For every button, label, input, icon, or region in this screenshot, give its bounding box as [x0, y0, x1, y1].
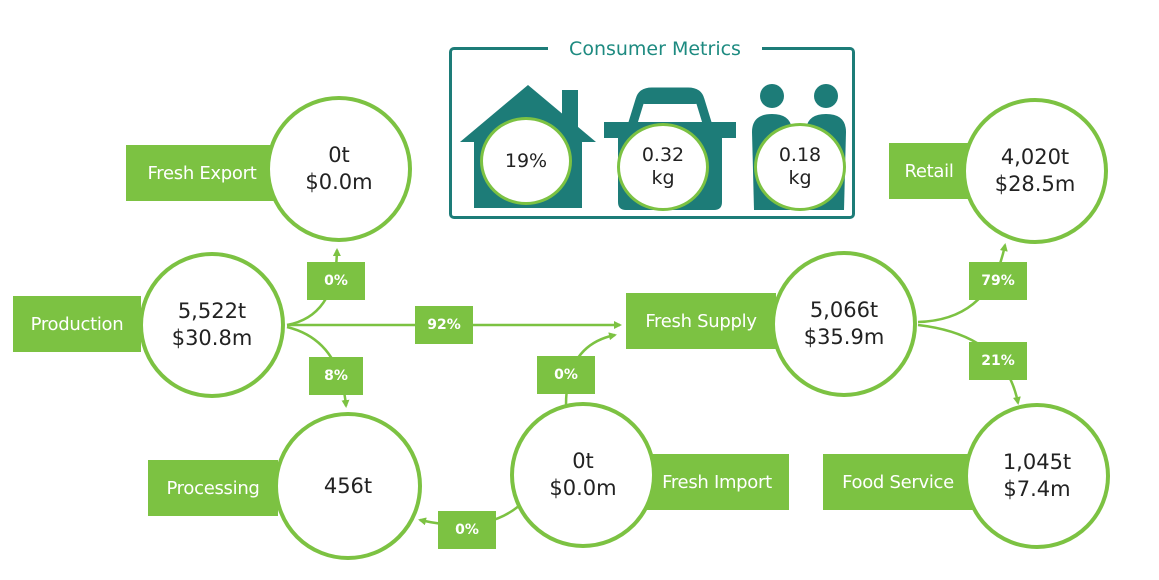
- fresh-export-tonnes: 0t: [328, 143, 350, 167]
- food-service-value: $7.4m: [1003, 477, 1071, 501]
- flow-pct-production-processing: 8%: [309, 357, 363, 395]
- retail-label: Retail: [889, 143, 969, 199]
- fresh-supply-node: 5,066t $35.9m: [771, 251, 917, 397]
- person-metric-unit: kg: [788, 167, 812, 189]
- household-metric: 19%: [480, 117, 572, 205]
- person-metric-value: 0.18: [778, 144, 822, 166]
- retail-value: $28.5m: [994, 172, 1076, 196]
- household-metric-value: 19%: [504, 149, 548, 172]
- food-service-tonnes: 1,045t: [1002, 450, 1072, 474]
- retail-node: 4,020t $28.5m: [962, 98, 1108, 244]
- fresh-supply-value: $35.9m: [803, 325, 885, 349]
- processing-tonnes: 456t: [323, 473, 373, 498]
- fresh-import-tonnes: 0t: [572, 449, 594, 473]
- consumer-metrics-title: Consumer Metrics: [548, 35, 762, 63]
- fresh-supply-tonnes: 5,066t: [809, 298, 879, 322]
- retail-tonnes: 4,020t: [1000, 145, 1070, 169]
- flow-pct-production-export: 0%: [307, 262, 365, 300]
- person-metric: 0.18 kg: [754, 123, 846, 211]
- basket-metric-unit: kg: [651, 167, 675, 189]
- food-service-label: Food Service: [823, 454, 973, 510]
- basket-metric: 0.32 kg: [617, 123, 709, 211]
- flow-line-supply-retail: [917, 243, 1008, 324]
- processing-label: Processing: [148, 460, 278, 516]
- processing-node: 456t: [274, 412, 422, 560]
- fresh-supply-label: Fresh Supply: [626, 293, 776, 349]
- flow-pct-supply-retail: 79%: [969, 262, 1027, 300]
- flow-pct-import-processing: 0%: [438, 511, 496, 549]
- fresh-export-node: 0t $0.0m: [266, 96, 412, 242]
- production-value: $30.8m: [171, 326, 253, 350]
- fresh-import-value: $0.0m: [549, 476, 617, 500]
- basket-metric-value: 0.32: [641, 144, 685, 166]
- fresh-import-label: Fresh Import: [645, 454, 789, 510]
- fresh-export-value: $0.0m: [305, 170, 373, 194]
- fresh-import-node: 0t $0.0m: [510, 402, 656, 548]
- food-service-node: 1,045t $7.4m: [964, 403, 1110, 549]
- production-node: 5,522t $30.8m: [139, 252, 285, 398]
- flow-pct-production-supply: 92%: [415, 306, 473, 344]
- flow-pct-supply-foodservice: 21%: [969, 342, 1027, 380]
- production-label: Production: [13, 296, 141, 352]
- fresh-export-label: Fresh Export: [126, 145, 278, 201]
- flow-pct-import-supply: 0%: [537, 356, 595, 394]
- production-tonnes: 5,522t: [177, 299, 247, 323]
